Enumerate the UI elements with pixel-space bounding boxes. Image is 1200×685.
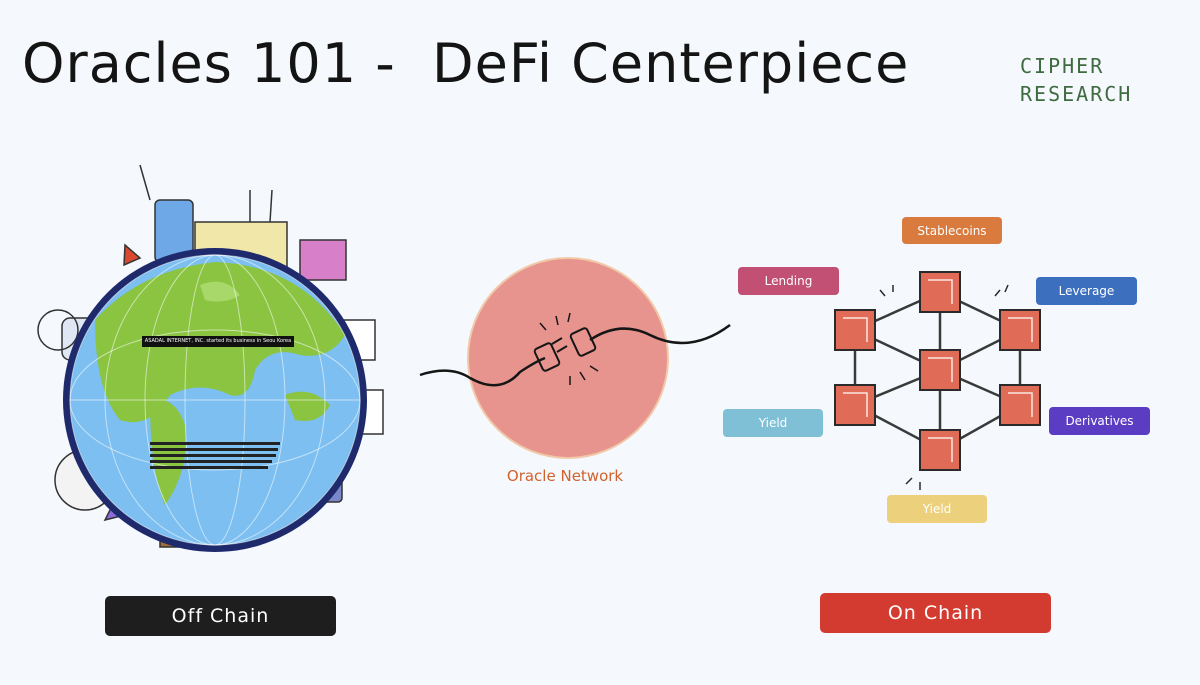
pill-yield-left: Yield	[723, 409, 823, 437]
brand-line-2: RESEARCH	[1020, 82, 1133, 106]
pill-lending: Lending	[738, 267, 839, 295]
pill-leverage: Leverage	[1036, 277, 1137, 305]
oracle-network-label: Oracle Network	[506, 467, 624, 485]
pill-yield-bottom: Yield	[887, 495, 987, 523]
block-sparks	[879, 284, 1009, 490]
spark-lines	[539, 312, 599, 385]
pill-derivatives: Derivatives	[1049, 407, 1150, 435]
globe-banner-text: ASADAL INTERNET, INC. started its busine…	[144, 338, 292, 344]
block-cubes	[834, 271, 1041, 471]
oracle-circle	[467, 257, 669, 459]
page-title: Oracles 101 - DeFi Centerpiece	[22, 32, 910, 95]
brand-line-1: CIPHER	[1020, 54, 1105, 78]
cable-left	[419, 356, 546, 387]
plug-icon	[533, 327, 597, 372]
pill-stablecoins: Stablecoins	[902, 217, 1002, 244]
off-chain-label: Off Chain	[105, 596, 336, 636]
on-chain-label: On Chain	[820, 593, 1051, 633]
cable-right	[589, 323, 731, 345]
brand-logo: CIPHER RESEARCH	[1020, 52, 1180, 108]
